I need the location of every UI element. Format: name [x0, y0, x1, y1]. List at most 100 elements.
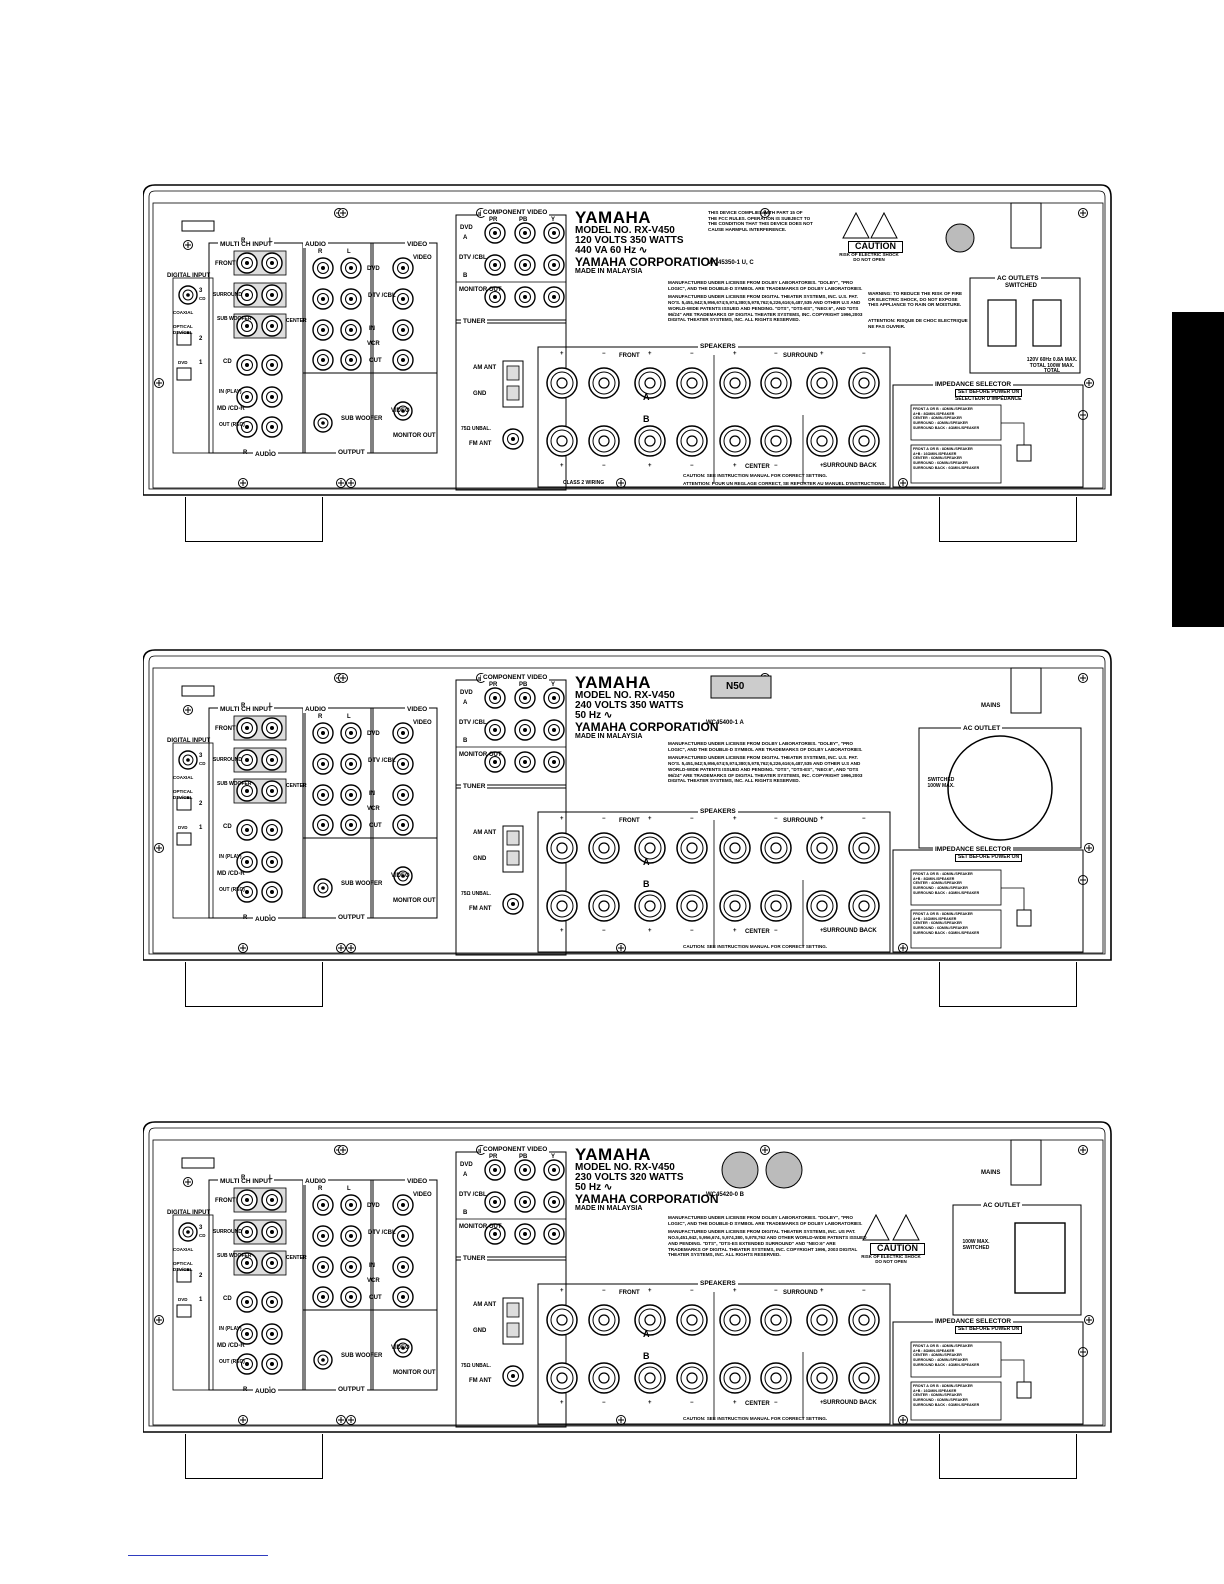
terminal-polarity: +	[560, 351, 564, 357]
l-label: L	[269, 238, 273, 244]
bottom-caution: CAUTION: SEE INSTRUCTION MANUAL FOR CORR…	[683, 944, 828, 949]
bottom-attention: ATTENTION: POUR UN REGLAGE CORRECT, SE R…	[683, 481, 886, 486]
front-speakers-label: FRONT	[619, 353, 640, 359]
terminal-polarity-bottom: −	[774, 928, 778, 934]
dtv-video-label: DTV /CBL	[368, 1230, 396, 1236]
terminal-polarity-bottom: −	[690, 463, 694, 469]
spec2: 50 Hz ∿	[575, 1182, 613, 1193]
video-header: VIDEO	[405, 706, 430, 713]
terminal-polarity: −	[602, 1288, 606, 1294]
md-label: MD /CD-R	[217, 871, 245, 877]
class2-label: CLASS 2 WIRING	[563, 480, 605, 486]
terminal-polarity-bottom: +	[733, 463, 737, 469]
out-video-label: OUT	[369, 1295, 382, 1301]
chassis-foot	[185, 1434, 323, 1479]
video-header: VIDEO	[405, 1178, 430, 1185]
terminal-polarity: −	[602, 816, 606, 822]
chassis-drawing	[143, 184, 1112, 496]
center-label: CENTER	[286, 1255, 307, 1261]
impedance-selector-header: IMPEDANCE SELECTOR	[933, 381, 1014, 388]
dtv-cbl-small-label: DTV/CBL	[173, 1267, 193, 1272]
y-label: Y	[551, 682, 556, 688]
num2-label: 2	[199, 1273, 203, 1279]
tuner-header: TUNER	[461, 1255, 488, 1262]
dtv-cbl-small-label: DTV/CBL	[173, 795, 193, 800]
speakers-header: SPEAKERS	[698, 808, 738, 815]
multi-ch-input-header: MULTI CH INPUT	[218, 1178, 274, 1185]
terminal-polarity-bottom: +	[560, 463, 564, 469]
surround-label: SURROUND	[213, 292, 242, 298]
ac-outlet-header: AC OUTLET	[961, 725, 1003, 732]
dvd-comp-label: DVD	[460, 1162, 473, 1168]
fm-ant-label: FM ANT	[469, 441, 492, 447]
approval-badge: N50	[726, 681, 745, 692]
warning-text: WARNING: TO REDUCE THE RISK OF FIRE OR E…	[868, 291, 963, 308]
vcr-label: VCR	[367, 806, 380, 812]
pr-label: PR	[489, 1154, 498, 1160]
unbal-label: 75Ω UNBAL.	[461, 891, 491, 897]
front-speakers-label: FRONT	[619, 818, 640, 824]
am-ant-label: AM ANT	[473, 1302, 497, 1308]
audio-header: AUDIO	[303, 241, 328, 248]
surround-speakers-label: SURROUND	[783, 1290, 818, 1296]
monitor-out-comp-label: MONITOR OUT	[459, 1224, 502, 1230]
model-line: MODEL NO. RX-V450	[575, 690, 675, 701]
terminal-polarity-bottom: +	[733, 1400, 737, 1406]
footer-rule	[128, 1555, 268, 1556]
terminal-polarity: +	[648, 351, 652, 357]
output-header: OUTPUT	[336, 1386, 367, 1393]
chassis-foot	[939, 962, 1077, 1007]
impedance-sub-label: SET BEFORE POWER ON	[955, 1326, 1023, 1334]
audio-header: AUDIO	[303, 1178, 328, 1185]
audio-header: AUDIO	[303, 706, 328, 713]
terminal-polarity-bottom: +	[648, 1400, 652, 1406]
chassis-foot	[185, 962, 323, 1007]
output-header: OUTPUT	[336, 914, 367, 921]
a-comp-label: A	[463, 700, 468, 706]
cd-label: CD	[199, 1233, 206, 1238]
fcc-notice: THIS DEVICE COMPLIES WITH PART 15 OF THE…	[708, 210, 813, 233]
md-in-label: IN (PLAY)	[219, 1326, 242, 1332]
num1-label: 1	[199, 825, 203, 831]
unbal-label: 75Ω UNBAL.	[461, 1363, 491, 1369]
am-ant-label: AM ANT	[473, 365, 497, 371]
chassis-foot	[939, 1434, 1077, 1479]
audio-footer: AUDIO	[253, 451, 278, 458]
audio-l-label: L	[347, 714, 351, 720]
video-out-label: VIDEO	[391, 408, 410, 414]
cd-in-label: CD	[223, 1296, 232, 1302]
terminal-polarity: +	[733, 1288, 737, 1294]
caution-text: RISK OF ELECTRIC SHOCK DO NOT OPEN	[861, 1254, 921, 1264]
md-out-label: OUT (REC)	[219, 1359, 245, 1365]
spec2: 50 Hz ∿	[575, 710, 613, 721]
y-label: Y	[551, 217, 556, 223]
surround-back-label: SURROUND BACK	[823, 928, 877, 934]
r-label: R	[241, 703, 246, 709]
model-code-label: WC45350-1 U, C	[708, 260, 754, 266]
num3-label: 3	[199, 1225, 203, 1231]
cd-in-label: CD	[223, 824, 232, 830]
speaker-a-label: A	[643, 857, 650, 867]
coaxial-label: COAXIAL	[173, 310, 194, 315]
caution-text: RISK OF ELECTRIC SHOCK DO NOT OPEN	[839, 252, 899, 262]
a-comp-label: A	[463, 1172, 468, 1178]
made-in: MADE IN MALAYSIA	[575, 268, 643, 275]
impedance-selector-header: IMPEDANCE SELECTOR	[933, 846, 1014, 853]
spec2: 440 VA 60 Hz ∿	[575, 245, 648, 256]
sub-woofer-out-label: SUB WOOFER	[341, 416, 383, 422]
r-label-bottom: R	[243, 915, 248, 921]
terminal-polarity-bottom: +	[820, 1400, 824, 1406]
spec1: 240 VOLTS 350 WATTS	[575, 700, 684, 711]
num1-label: 1	[199, 360, 203, 366]
speaker-b-label: B	[643, 1351, 650, 1361]
terminal-polarity-bottom: +	[820, 928, 824, 934]
num1-label: 1	[199, 1297, 203, 1303]
terminal-polarity: −	[862, 351, 866, 357]
dtv-video-label: DTV /CBL	[368, 758, 396, 764]
md-label: MD /CD-R	[217, 1343, 245, 1349]
r-label: R	[241, 238, 246, 244]
terminal-polarity-bottom: +	[560, 928, 564, 934]
